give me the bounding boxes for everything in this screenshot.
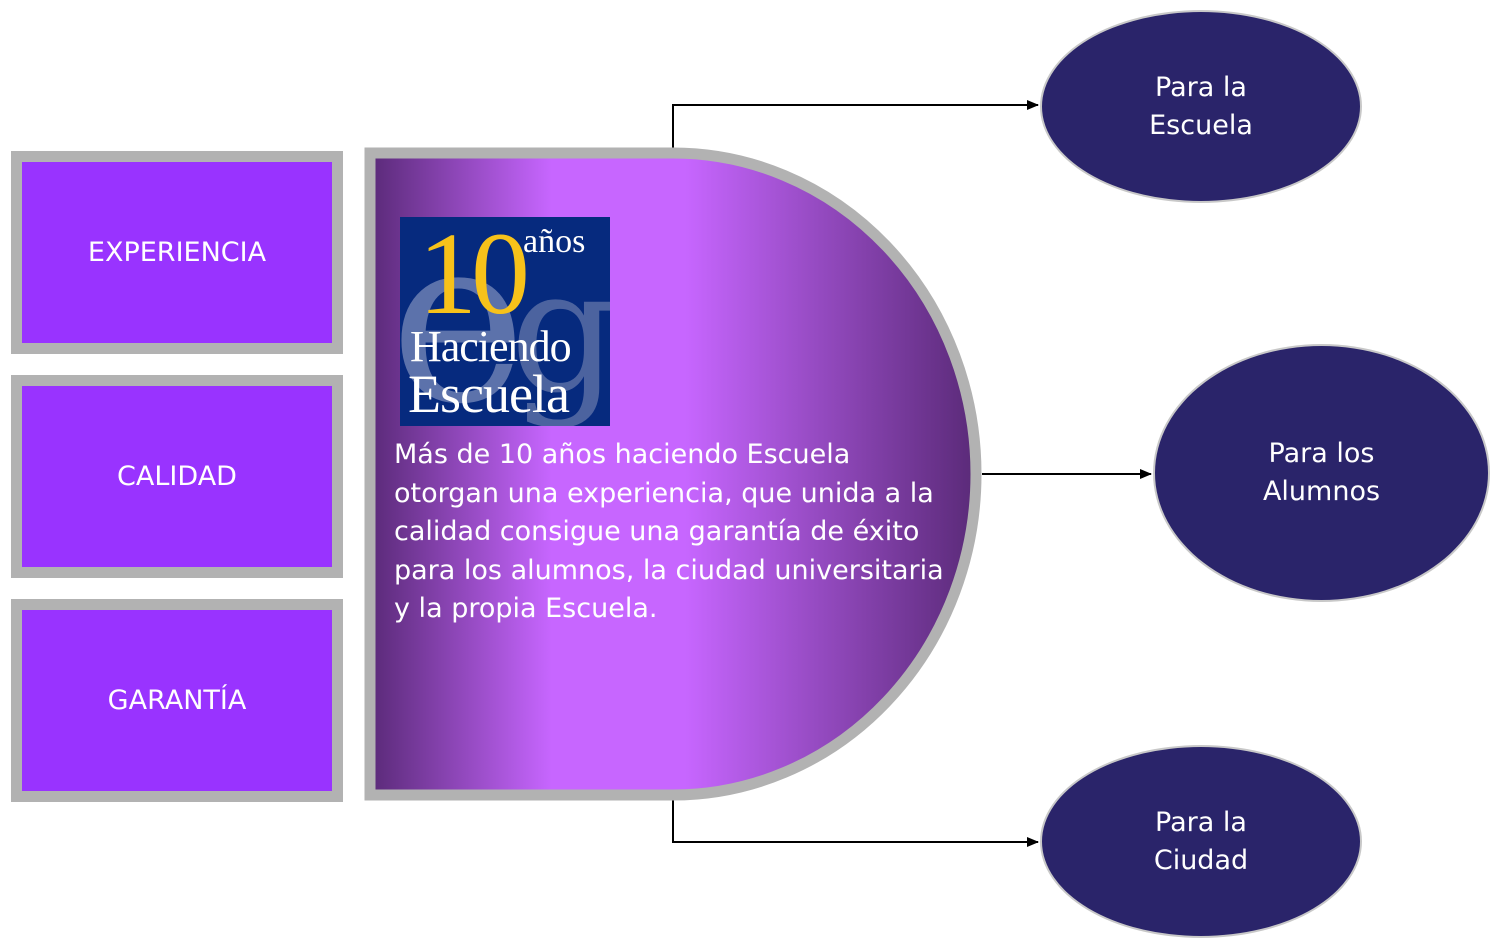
target-escuela-line2: Escuela (1149, 109, 1253, 141)
target-ciudad: Para la Ciudad (1040, 745, 1362, 938)
logo-number: 10 (418, 217, 530, 339)
box-experiencia-label: EXPERIENCIA (87, 237, 267, 268)
box-garantia: GARANTÍA (11, 599, 343, 802)
box-experiencia: EXPERIENCIA (11, 151, 343, 354)
box-calidad: CALIDAD (11, 375, 343, 578)
logo-watermark-e: e (400, 217, 527, 426)
logo-watermark-g: g (510, 233, 610, 426)
anniversary-logo: e g 10 años Haciendo Escuela (400, 217, 610, 426)
target-ciudad-line2: Ciudad (1153, 844, 1249, 876)
description-text: Más de 10 años haciendo Escuela otorgan … (394, 439, 944, 624)
target-alumnos-line1: Para los (1268, 438, 1375, 469)
connector-escuela (672, 100, 1039, 153)
target-escuela-line1: Para la (1155, 71, 1247, 103)
target-escuela: Para la Escuela (1040, 10, 1362, 203)
logo-line2: Escuela (408, 364, 570, 424)
logo-line1: Haciendo (410, 322, 572, 371)
logo-years: años (523, 223, 586, 260)
connector-ciudad (672, 795, 1039, 847)
box-calidad-label: CALIDAD (117, 461, 237, 492)
box-garantia-label: GARANTÍA (107, 685, 247, 716)
target-alumnos-line2: Alumnos (1262, 476, 1381, 507)
target-alumnos: Para los Alumnos (1153, 344, 1490, 602)
target-ciudad-line1: Para la (1155, 806, 1247, 838)
